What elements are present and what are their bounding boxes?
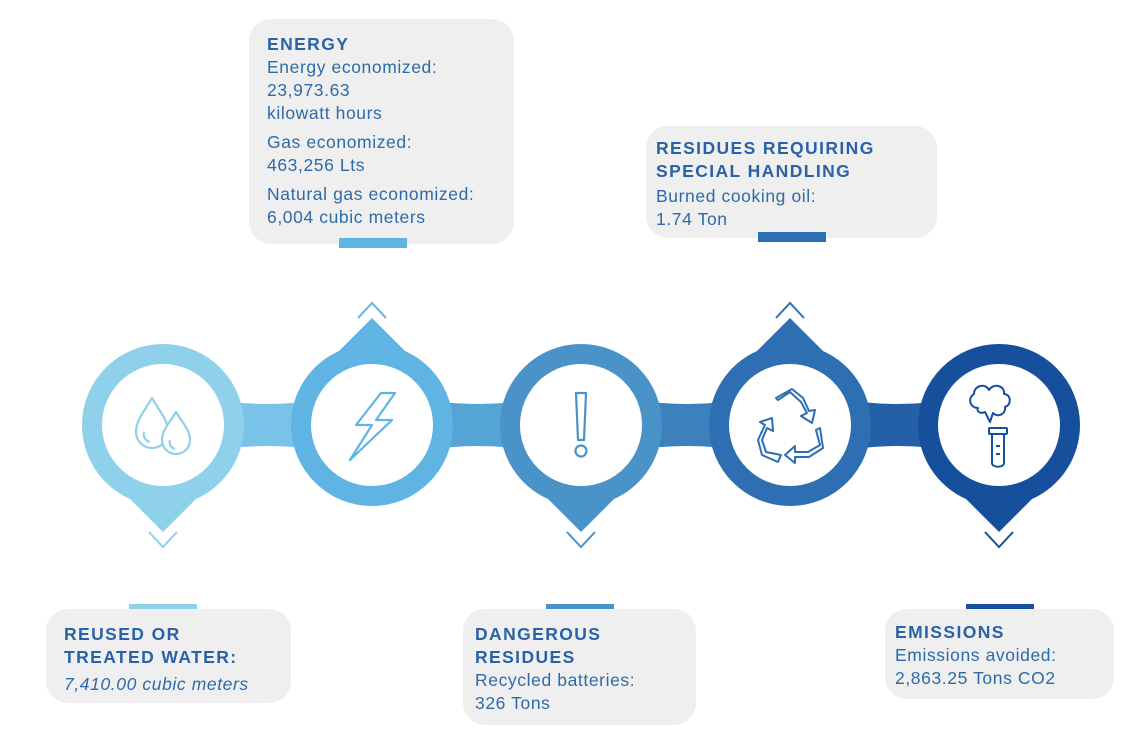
recycle-icon	[757, 388, 824, 464]
chevron-down-icon	[984, 531, 1014, 549]
chevron-down-icon	[148, 531, 178, 549]
special-residues-card: RESIDUES REQUIRING SPECIAL HANDLING Burn…	[646, 126, 937, 238]
chevron-up-icon	[775, 301, 805, 319]
natural-gas-line-1: Natural gas economized:	[267, 184, 475, 204]
special-residues-title: RESIDUES REQUIRING SPECIAL HANDLING	[656, 138, 875, 181]
water-value: 7,410.00 cubic meters	[64, 674, 249, 694]
natural-gas-line-2: 6,004 cubic meters	[267, 207, 426, 227]
energy-line-2: 23,973.63	[267, 80, 351, 100]
dangerous-line-2: 326 Tons	[475, 693, 551, 713]
node-dangerous	[499, 343, 663, 549]
special-residues-line-1: Burned cooking oil:	[656, 186, 817, 206]
dangerous-line-1: Recycled batteries:	[475, 670, 636, 690]
factory-smoke-icon	[969, 384, 1011, 468]
water-card: REUSED OR TREATED WATER: 7,410.00 cubic …	[46, 609, 291, 703]
emissions-title: EMISSIONS	[895, 622, 1005, 642]
emissions-line-1: Emissions avoided:	[895, 645, 1057, 665]
energy-card: ENERGY Energy economized: 23,973.63 kilo…	[249, 19, 514, 244]
dangerous-card: DANGEROUS RESIDUES Recycled batteries: 3…	[463, 609, 696, 725]
special-residues-line-2: 1.74 Ton	[656, 209, 728, 229]
lightning-icon	[348, 391, 397, 462]
energy-accent-bar	[339, 238, 407, 248]
energy-line-1: Energy economized:	[267, 57, 438, 77]
node-water	[81, 344, 244, 549]
special-residues-accent-bar	[758, 232, 826, 242]
gas-line-2: 463,256 Lts	[267, 155, 366, 175]
exclamation-icon	[574, 391, 588, 458]
water-drops-icon	[134, 396, 192, 456]
dangerous-title: DANGEROUS RESIDUES	[475, 624, 602, 667]
node-recycle	[708, 301, 871, 506]
energy-line-3: kilowatt hours	[267, 103, 383, 123]
chevron-down-icon	[566, 531, 596, 549]
energy-title: ENERGY	[267, 34, 350, 54]
water-title: REUSED OR TREATED WATER:	[64, 624, 238, 667]
node-emissions	[918, 344, 1081, 549]
node-energy	[291, 301, 453, 506]
emissions-line-2: 2,863.25 Tons CO2	[895, 668, 1056, 688]
gas-line-1: Gas economized:	[267, 132, 413, 152]
chevron-up-icon	[357, 301, 387, 319]
emissions-card: EMISSIONS Emissions avoided: 2,863.25 To…	[885, 609, 1114, 699]
